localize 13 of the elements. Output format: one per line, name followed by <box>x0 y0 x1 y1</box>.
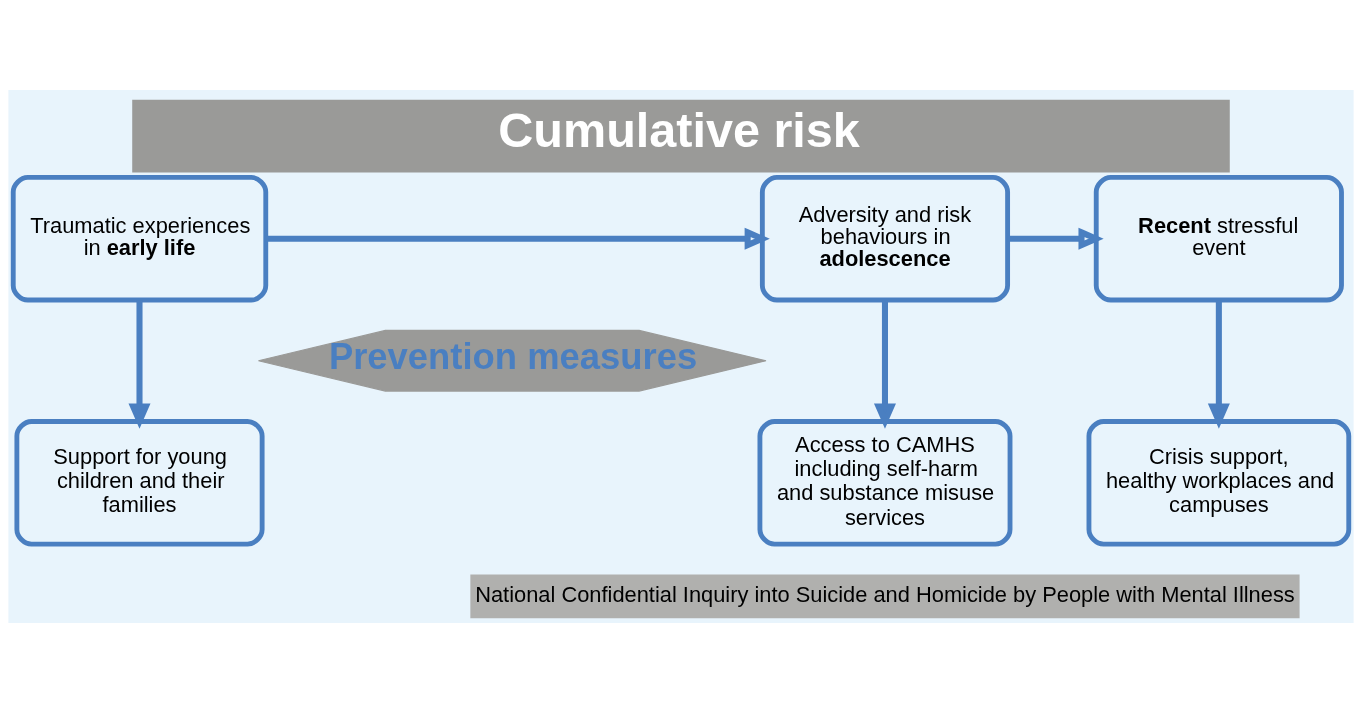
node-box: Adversity and risk behaviours in adolescence <box>759 175 1011 303</box>
arrow <box>128 300 151 429</box>
arrow <box>1007 227 1104 250</box>
arrow <box>265 227 770 250</box>
node-box: Support for young children and their families <box>14 419 265 547</box>
node-box: Recent stressful event <box>1093 175 1344 303</box>
arrow <box>873 300 896 429</box>
node-box: Access to CAMHS including self-harm and substance misuse services <box>757 419 1013 547</box>
diagram-title: Cumulative risk <box>498 103 860 158</box>
node-box: Traumatic experiences in early life <box>10 175 269 303</box>
caption: National Confidential Inquiry into Suicide and Homicide by People with Mental Illness <box>475 581 1295 607</box>
arrow <box>1207 300 1230 429</box>
node-box: Crisis support, healthy workplaces and campuses <box>1086 419 1352 547</box>
